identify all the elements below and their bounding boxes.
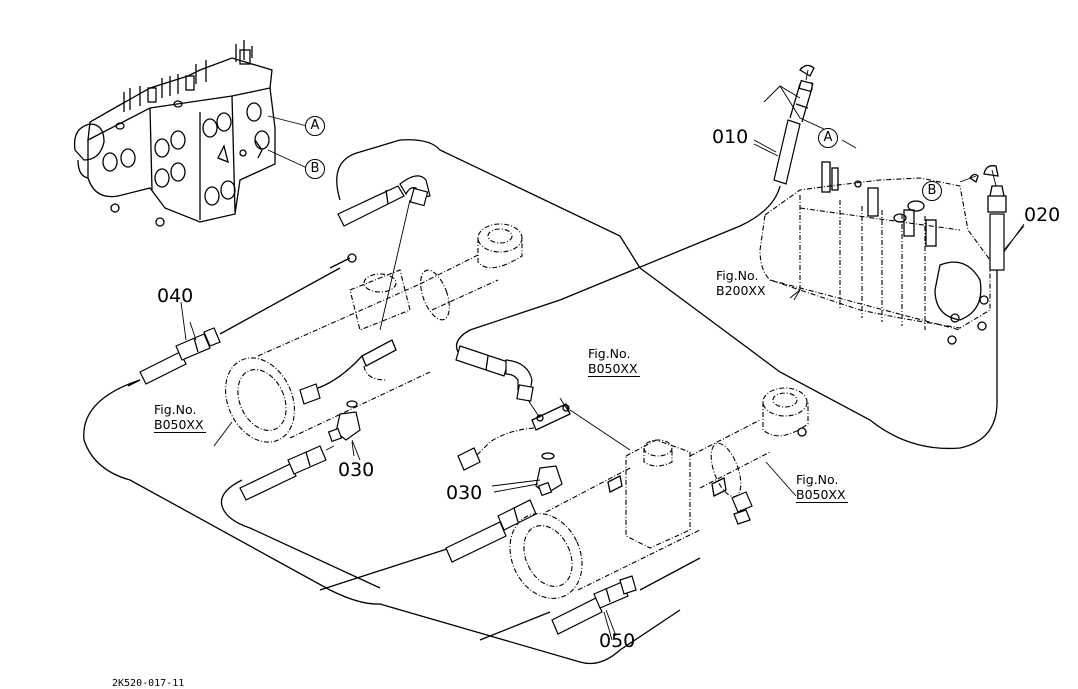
figure-ref-prefix: Fig.No. xyxy=(588,346,631,361)
figure-ref-bracket: Fig.No. B050XX xyxy=(588,346,640,377)
part-label-020: 020 xyxy=(1024,204,1061,226)
figure-ref-code: B200XX xyxy=(716,283,766,298)
right-cylinder xyxy=(509,387,809,599)
part-label-010: 010 xyxy=(712,126,749,148)
figure-ref-code: B050XX xyxy=(154,417,206,433)
port-marker-b-valve: B xyxy=(922,181,942,201)
figure-ref-prefix: Fig.No. xyxy=(154,402,197,417)
inset-control-valve xyxy=(73,40,308,227)
port-marker-a-inset: A xyxy=(305,116,325,136)
part-label-030-middle: 030 xyxy=(446,482,483,504)
figure-ref-code: B050XX xyxy=(796,487,848,503)
port-marker-b-inset: B xyxy=(305,159,325,179)
main-control-valve xyxy=(759,161,991,345)
part-010-hose xyxy=(455,64,857,353)
part-label-040: 040 xyxy=(157,285,194,307)
connecting-hoses xyxy=(83,139,701,665)
part-040-hose xyxy=(127,267,341,387)
port-marker-a-valve: A xyxy=(818,128,838,148)
part-020-hose xyxy=(639,165,1025,450)
part-label-050: 050 xyxy=(599,630,636,652)
figure-ref-control-valve: Fig.No. B200XX xyxy=(716,268,766,298)
figure-ref-prefix: Fig.No. xyxy=(796,472,839,487)
leader-lines xyxy=(189,139,1025,641)
figure-ref-right-cylinder: Fig.No. B050XX xyxy=(796,472,848,503)
drawing-code: 2K520-017-11 xyxy=(112,678,185,689)
part-030-left-fitting xyxy=(239,400,361,501)
part-label-030-left: 030 xyxy=(338,459,375,481)
figure-ref-code: B050XX xyxy=(588,361,640,377)
figure-ref-left-cylinder: Fig.No. B050XX xyxy=(154,402,206,433)
part-050-hose xyxy=(551,575,637,637)
middle-elbow-hose xyxy=(445,345,631,563)
figure-ref-prefix: Fig.No. xyxy=(716,268,759,283)
left-cylinder xyxy=(224,223,523,443)
upper-elbow-hose xyxy=(337,175,431,227)
